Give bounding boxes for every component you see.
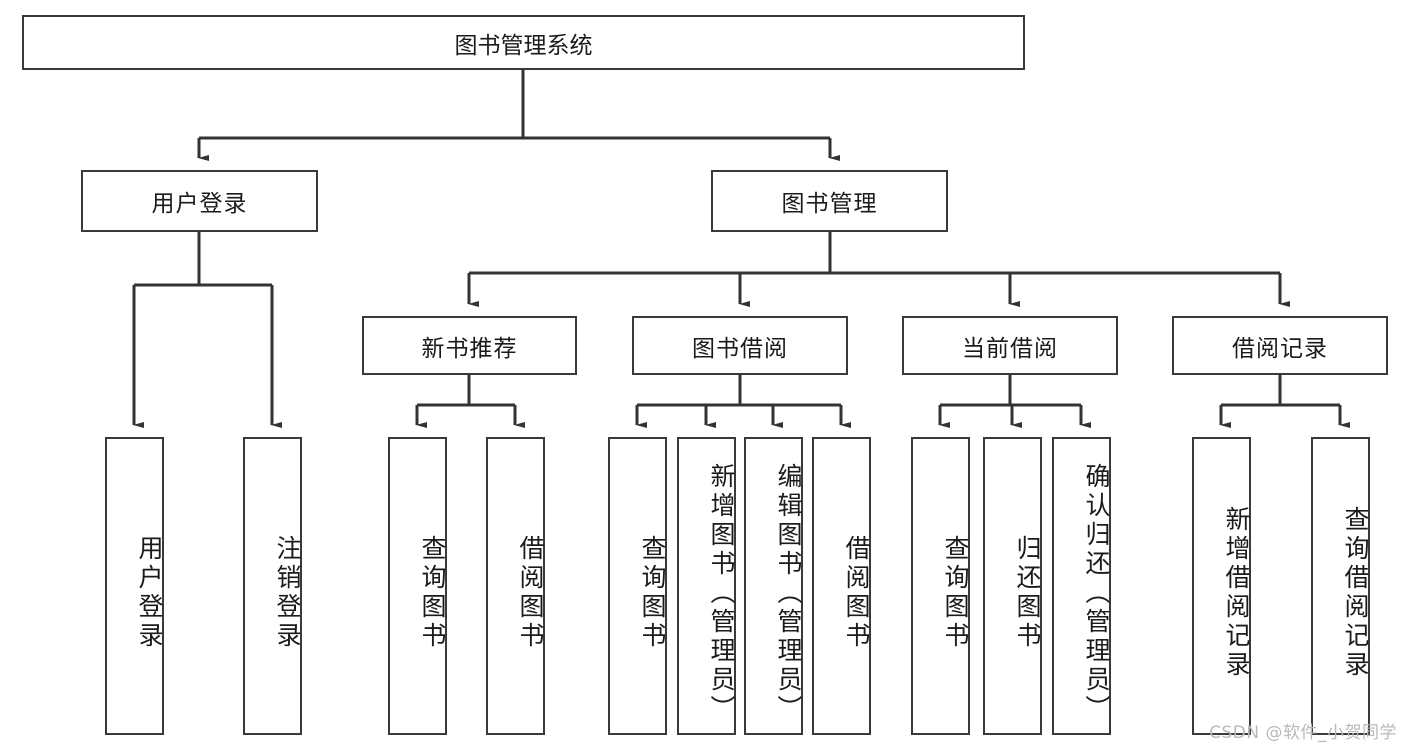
node-label: 编辑图书（管理员） bbox=[774, 462, 803, 724]
node-current-borrow[interactable]: 当前借阅 bbox=[902, 316, 1118, 375]
node-label: 确认归还（管理员） bbox=[1082, 462, 1111, 724]
node-new-book-recommend[interactable]: 新书推荐 bbox=[362, 316, 577, 375]
leaf-add-book-admin[interactable]: 新增图书（管理员） bbox=[677, 437, 736, 735]
leaf-borrow-book-recommend[interactable]: 借阅图书 bbox=[486, 437, 545, 735]
leaf-query-book[interactable]: 查询图书 bbox=[608, 437, 667, 735]
node-label: 注销登录 bbox=[273, 535, 302, 651]
node-label: 图书管理系统 bbox=[454, 32, 593, 59]
leaf-query-borrow-record[interactable]: 查询借阅记录 bbox=[1311, 437, 1370, 735]
leaf-query-book-recommend[interactable]: 查询图书 bbox=[388, 437, 447, 735]
node-label: 查询图书 bbox=[418, 535, 447, 651]
node-label: 图书借阅 bbox=[692, 335, 788, 362]
node-label: 查询借阅记录 bbox=[1341, 506, 1370, 680]
node-book-borrow[interactable]: 图书借阅 bbox=[632, 316, 848, 375]
node-label: 归还图书 bbox=[1013, 535, 1042, 651]
node-label: 新书推荐 bbox=[421, 335, 518, 362]
leaf-confirm-return-admin[interactable]: 确认归还（管理员） bbox=[1052, 437, 1111, 735]
node-book-management[interactable]: 图书管理 bbox=[711, 170, 948, 232]
node-user-login[interactable]: 用户登录 bbox=[81, 170, 318, 232]
node-label: 借阅图书 bbox=[842, 535, 871, 651]
node-label: 用户登录 bbox=[151, 191, 248, 217]
node-label: 用户登录 bbox=[135, 535, 164, 651]
node-label: 新增图书（管理员） bbox=[707, 462, 736, 724]
node-label: 查询图书 bbox=[638, 535, 667, 651]
leaf-add-borrow-record[interactable]: 新增借阅记录 bbox=[1192, 437, 1251, 735]
node-borrow-record[interactable]: 借阅记录 bbox=[1172, 316, 1388, 375]
node-label: 查询图书 bbox=[941, 535, 970, 651]
leaf-borrow-book[interactable]: 借阅图书 bbox=[812, 437, 871, 735]
leaf-edit-book-admin[interactable]: 编辑图书（管理员） bbox=[744, 437, 803, 735]
node-root[interactable]: 图书管理系统 bbox=[22, 15, 1025, 70]
node-label: 借阅记录 bbox=[1232, 335, 1328, 362]
leaf-user-login[interactable]: 用户登录 bbox=[105, 437, 164, 735]
node-label: 借阅图书 bbox=[516, 535, 545, 651]
node-label: 新增借阅记录 bbox=[1222, 506, 1251, 680]
node-label: 当前借阅 bbox=[962, 335, 1058, 362]
leaf-return-book[interactable]: 归还图书 bbox=[983, 437, 1042, 735]
leaf-query-book-current[interactable]: 查询图书 bbox=[911, 437, 970, 735]
leaf-user-logout[interactable]: 注销登录 bbox=[243, 437, 302, 735]
node-label: 图书管理 bbox=[781, 191, 878, 217]
